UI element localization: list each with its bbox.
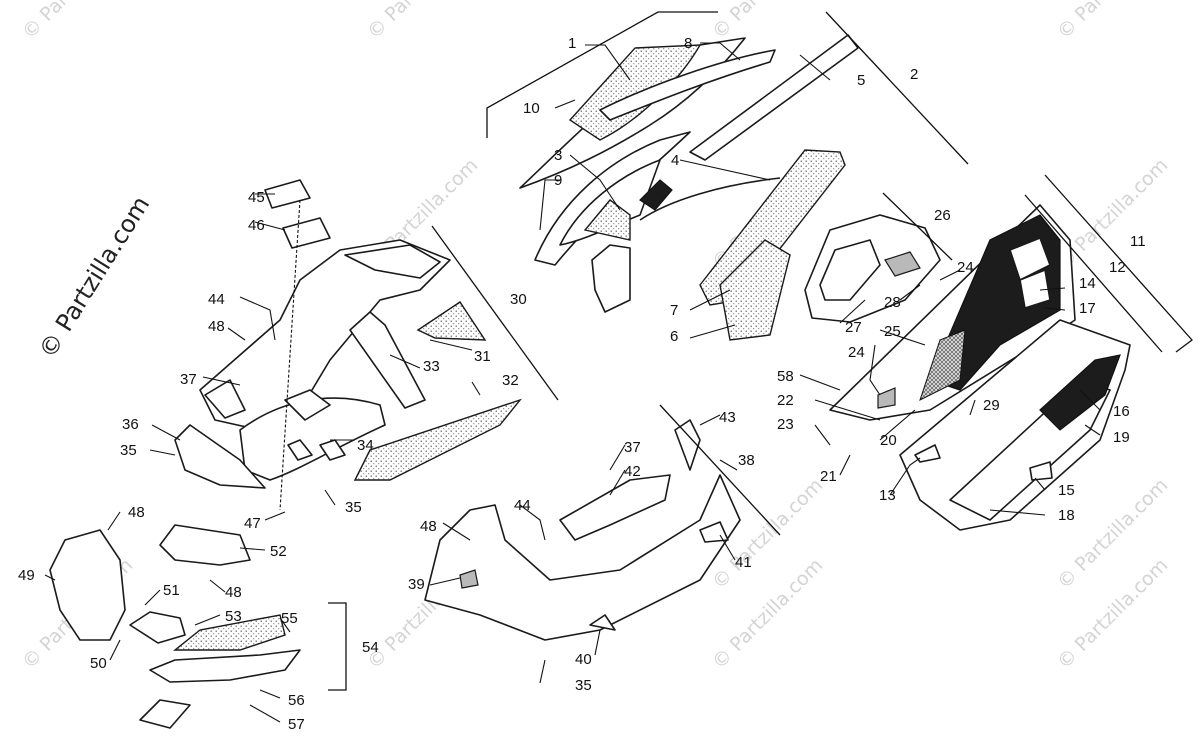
callout-29: 29 (983, 397, 1000, 414)
callout-38: 38 (738, 452, 755, 469)
callout-30: 30 (510, 291, 527, 308)
callout-24b: 24 (848, 344, 865, 361)
watermark-text: © Partzilla.com (1053, 0, 1172, 44)
callout-42: 42 (624, 463, 641, 480)
callout-labels: 1 2 3 4 5 6 7 8 9 10 11 12 13 14 15 16 1… (18, 35, 1146, 733)
callout-35b: 35 (345, 499, 362, 516)
callout-5: 5 (857, 72, 865, 89)
callout-44a: 44 (208, 291, 225, 308)
callout-14: 14 (1079, 275, 1096, 292)
callout-49: 49 (18, 567, 35, 584)
callout-34: 34 (357, 437, 374, 454)
callout-10: 10 (523, 100, 540, 117)
callout-9: 9 (554, 172, 562, 189)
callout-22: 22 (777, 392, 794, 409)
callout-37a: 37 (180, 371, 197, 388)
callout-28: 28 (884, 294, 901, 311)
callout-44b: 44 (514, 497, 531, 514)
callout-16: 16 (1113, 403, 1130, 420)
callout-19: 19 (1113, 429, 1130, 446)
callout-53: 53 (225, 608, 242, 625)
callout-58: 58 (777, 368, 794, 385)
callout-8: 8 (684, 35, 692, 52)
grommets (264, 179, 331, 249)
callout-20: 20 (880, 432, 897, 449)
callout-52: 52 (270, 543, 287, 560)
assembly-brackets (328, 11, 1193, 691)
callout-11: 11 (1130, 233, 1146, 250)
leader-lines (44, 42, 1101, 723)
callout-54: 54 (362, 639, 379, 656)
callout-33: 33 (423, 358, 440, 375)
callout-57: 57 (288, 716, 305, 733)
belly-pan (424, 419, 741, 641)
callout-47: 47 (244, 515, 261, 532)
callout-55: 55 (281, 610, 298, 627)
callout-40: 40 (575, 651, 592, 668)
callout-23: 23 (777, 416, 794, 433)
callout-26: 26 (934, 207, 951, 224)
callout-25: 25 (884, 323, 901, 340)
callout-3: 3 (554, 147, 562, 164)
callout-6: 6 (670, 328, 678, 345)
callout-24a: 24 (957, 259, 974, 276)
hood-panels (519, 34, 859, 341)
callout-37b: 37 (624, 439, 641, 456)
callout-35a: 35 (120, 442, 137, 459)
callout-7: 7 (670, 302, 678, 319)
callout-4: 4 (671, 152, 679, 169)
side-panel-upper (829, 204, 1076, 421)
callout-46: 46 (248, 217, 265, 234)
front-hood-assembly (174, 239, 523, 489)
callout-12: 12 (1109, 259, 1126, 276)
callout-27: 27 (845, 319, 862, 336)
callout-56: 56 (288, 692, 305, 709)
callout-18: 18 (1058, 507, 1075, 524)
callout-32: 32 (502, 372, 519, 389)
callout-1: 1 (568, 35, 576, 52)
lower-left-parts (49, 524, 301, 729)
windshield (804, 214, 941, 323)
callout-48d: 48 (420, 518, 437, 535)
callout-17: 17 (1079, 300, 1096, 317)
watermark-text: © Partzilla.com (363, 0, 482, 44)
callout-41: 41 (735, 554, 752, 571)
callout-43: 43 (719, 409, 736, 426)
watermark-text: © Partzilla.com (18, 0, 137, 44)
callout-36: 36 (122, 416, 139, 433)
callout-15: 15 (1058, 482, 1075, 499)
side-panel-lower (899, 319, 1131, 531)
callout-51: 51 (163, 582, 180, 599)
callout-21: 21 (820, 468, 837, 485)
callout-35c: 35 (575, 677, 592, 694)
callout-48c: 48 (225, 584, 242, 601)
watermark-text: © Partzilla.com (708, 0, 827, 44)
callout-31: 31 (474, 348, 491, 365)
callout-2: 2 (910, 66, 918, 83)
callout-39: 39 (408, 576, 425, 593)
callout-48a: 48 (208, 318, 225, 335)
callout-45: 45 (248, 189, 265, 206)
callout-50: 50 (90, 655, 107, 672)
callout-13: 13 (879, 487, 896, 504)
callout-48b: 48 (128, 504, 145, 521)
brand-label: © Partzilla.com (33, 191, 155, 363)
